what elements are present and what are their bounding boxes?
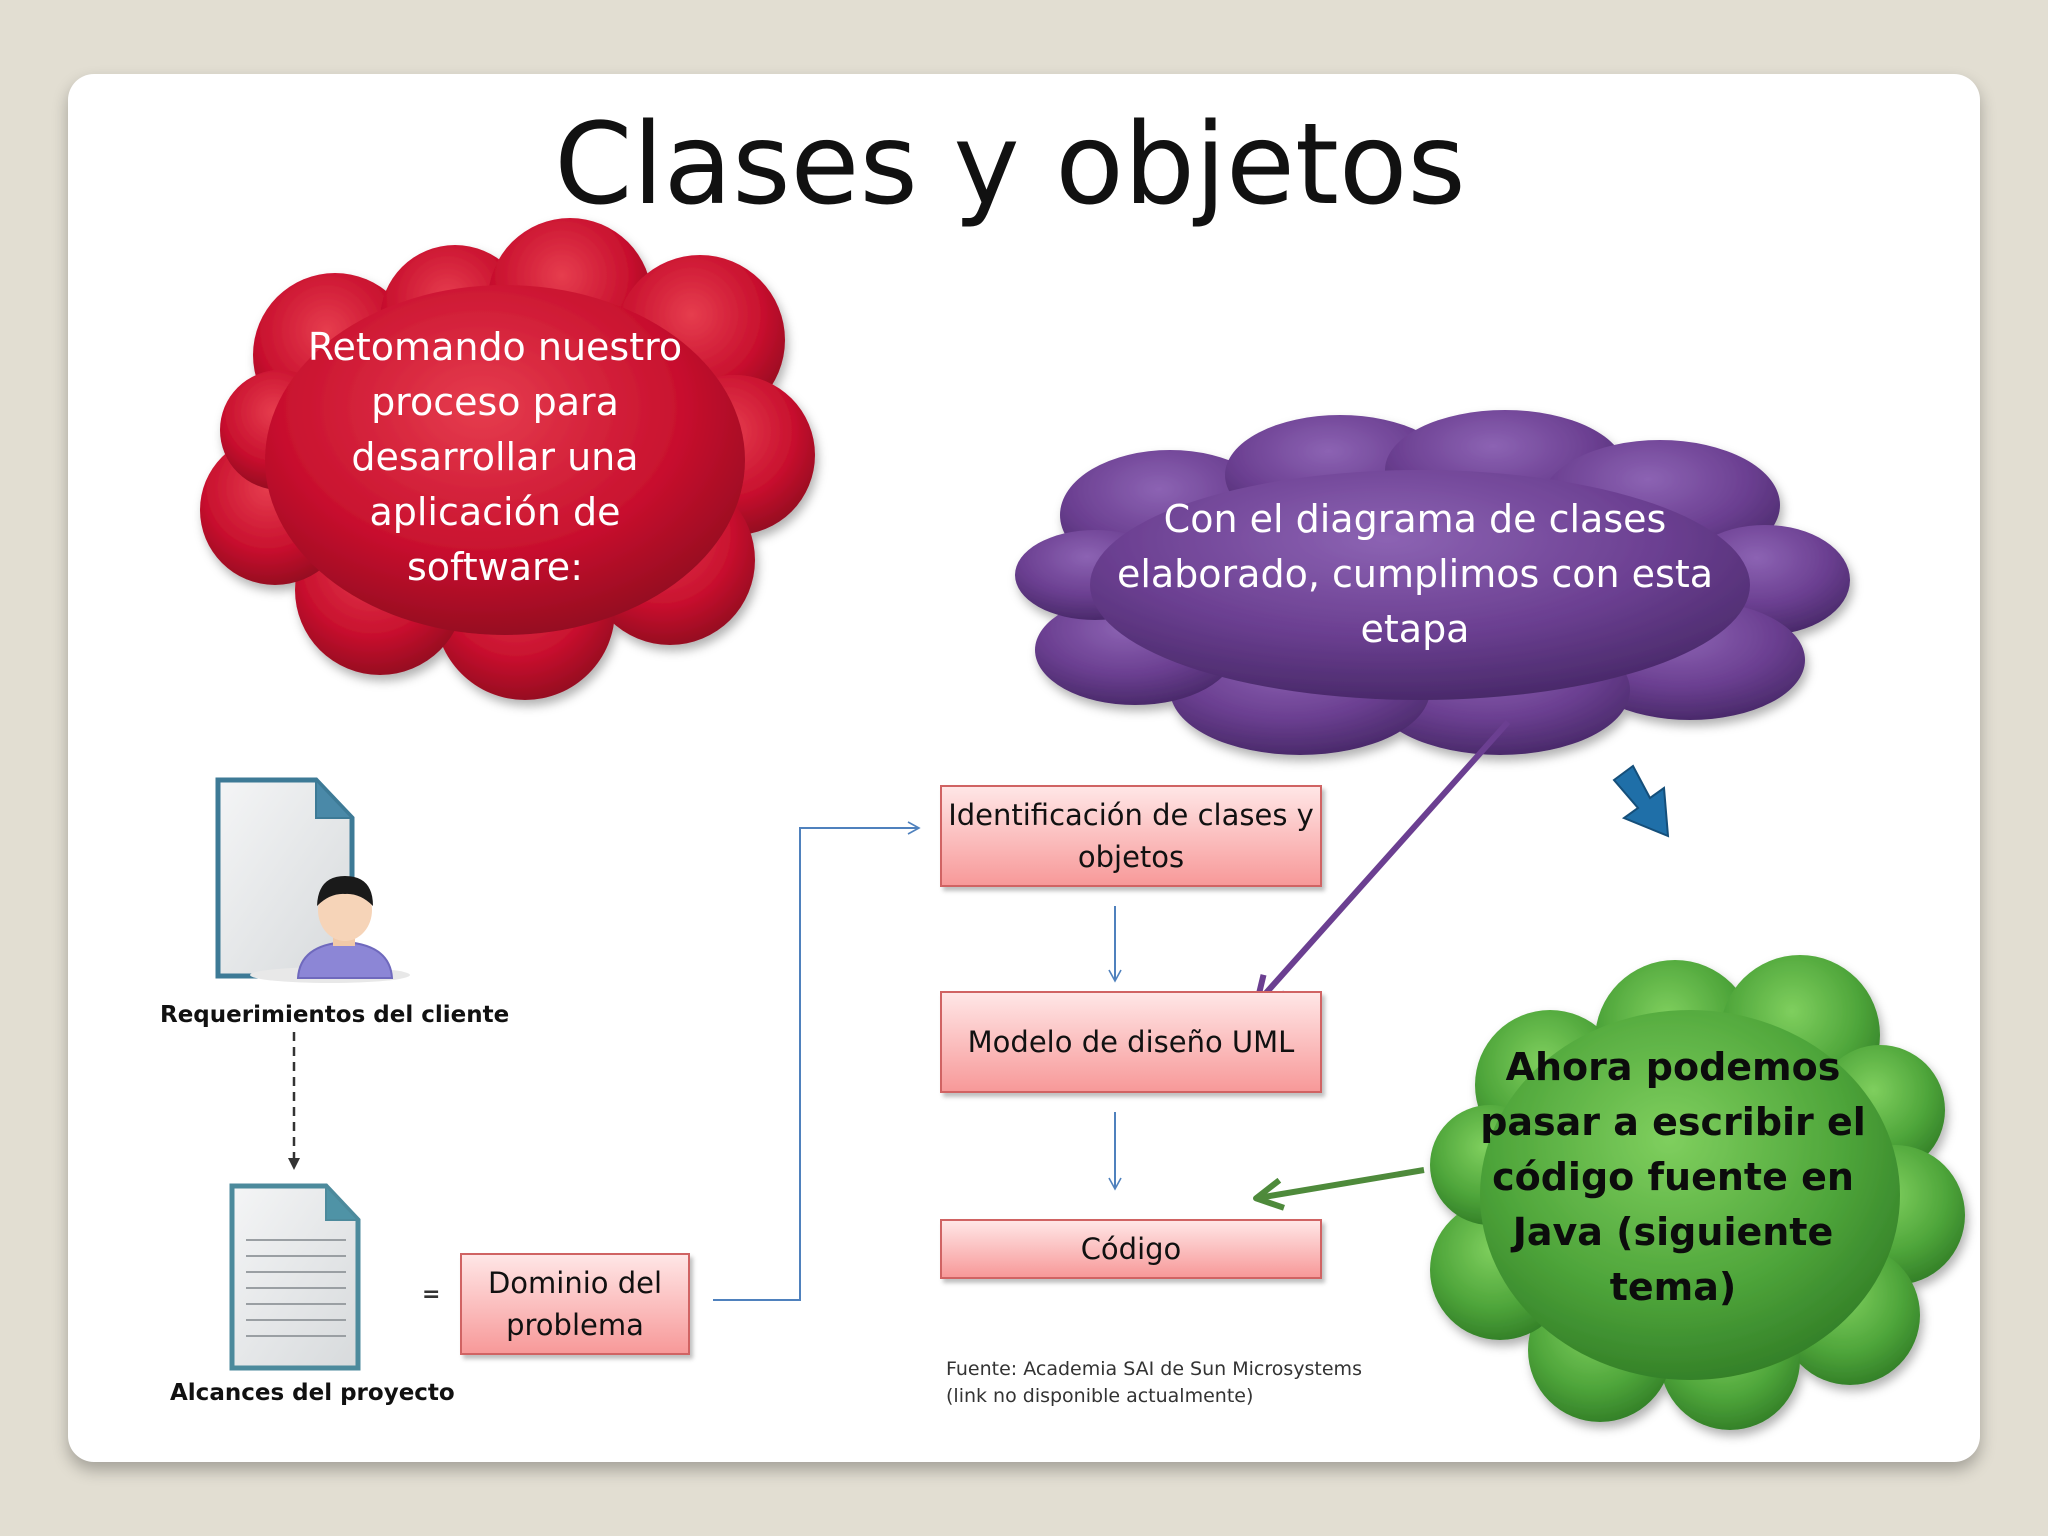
green-pointer-arrow xyxy=(1258,1170,1424,1198)
problem-domain-box: Dominio del problema xyxy=(460,1253,690,1355)
identification-box: Identificación de clases y objetos xyxy=(940,785,1322,887)
domain-to-identification-connector xyxy=(713,828,918,1300)
code-box: Código xyxy=(940,1219,1322,1279)
source-note: Fuente: Academia SAI de Sun Microsystems… xyxy=(946,1356,1362,1410)
green-cloud-text: Ahora podemos pasar a escribir el código… xyxy=(1450,1040,1896,1315)
uml-model-box: Modelo de diseño UML xyxy=(940,991,1322,1093)
project-scope-label: Alcances del proyecto xyxy=(170,1380,455,1406)
source-line-2: (link no disponible actualmente) xyxy=(946,1383,1362,1410)
purple-cloud-text: Con el diagrama de clases elaborado, cum… xyxy=(1110,492,1720,657)
red-cloud-text: Retomando nuestro proceso para desarroll… xyxy=(300,320,690,595)
client-requirements-label: Requerimientos del cliente xyxy=(160,1002,509,1028)
equals-sign: = xyxy=(422,1282,440,1307)
blue-down-arrow-icon xyxy=(1614,766,1668,836)
scope-document-icon xyxy=(232,1186,358,1368)
source-line-1: Fuente: Academia SAI de Sun Microsystems xyxy=(946,1356,1362,1383)
